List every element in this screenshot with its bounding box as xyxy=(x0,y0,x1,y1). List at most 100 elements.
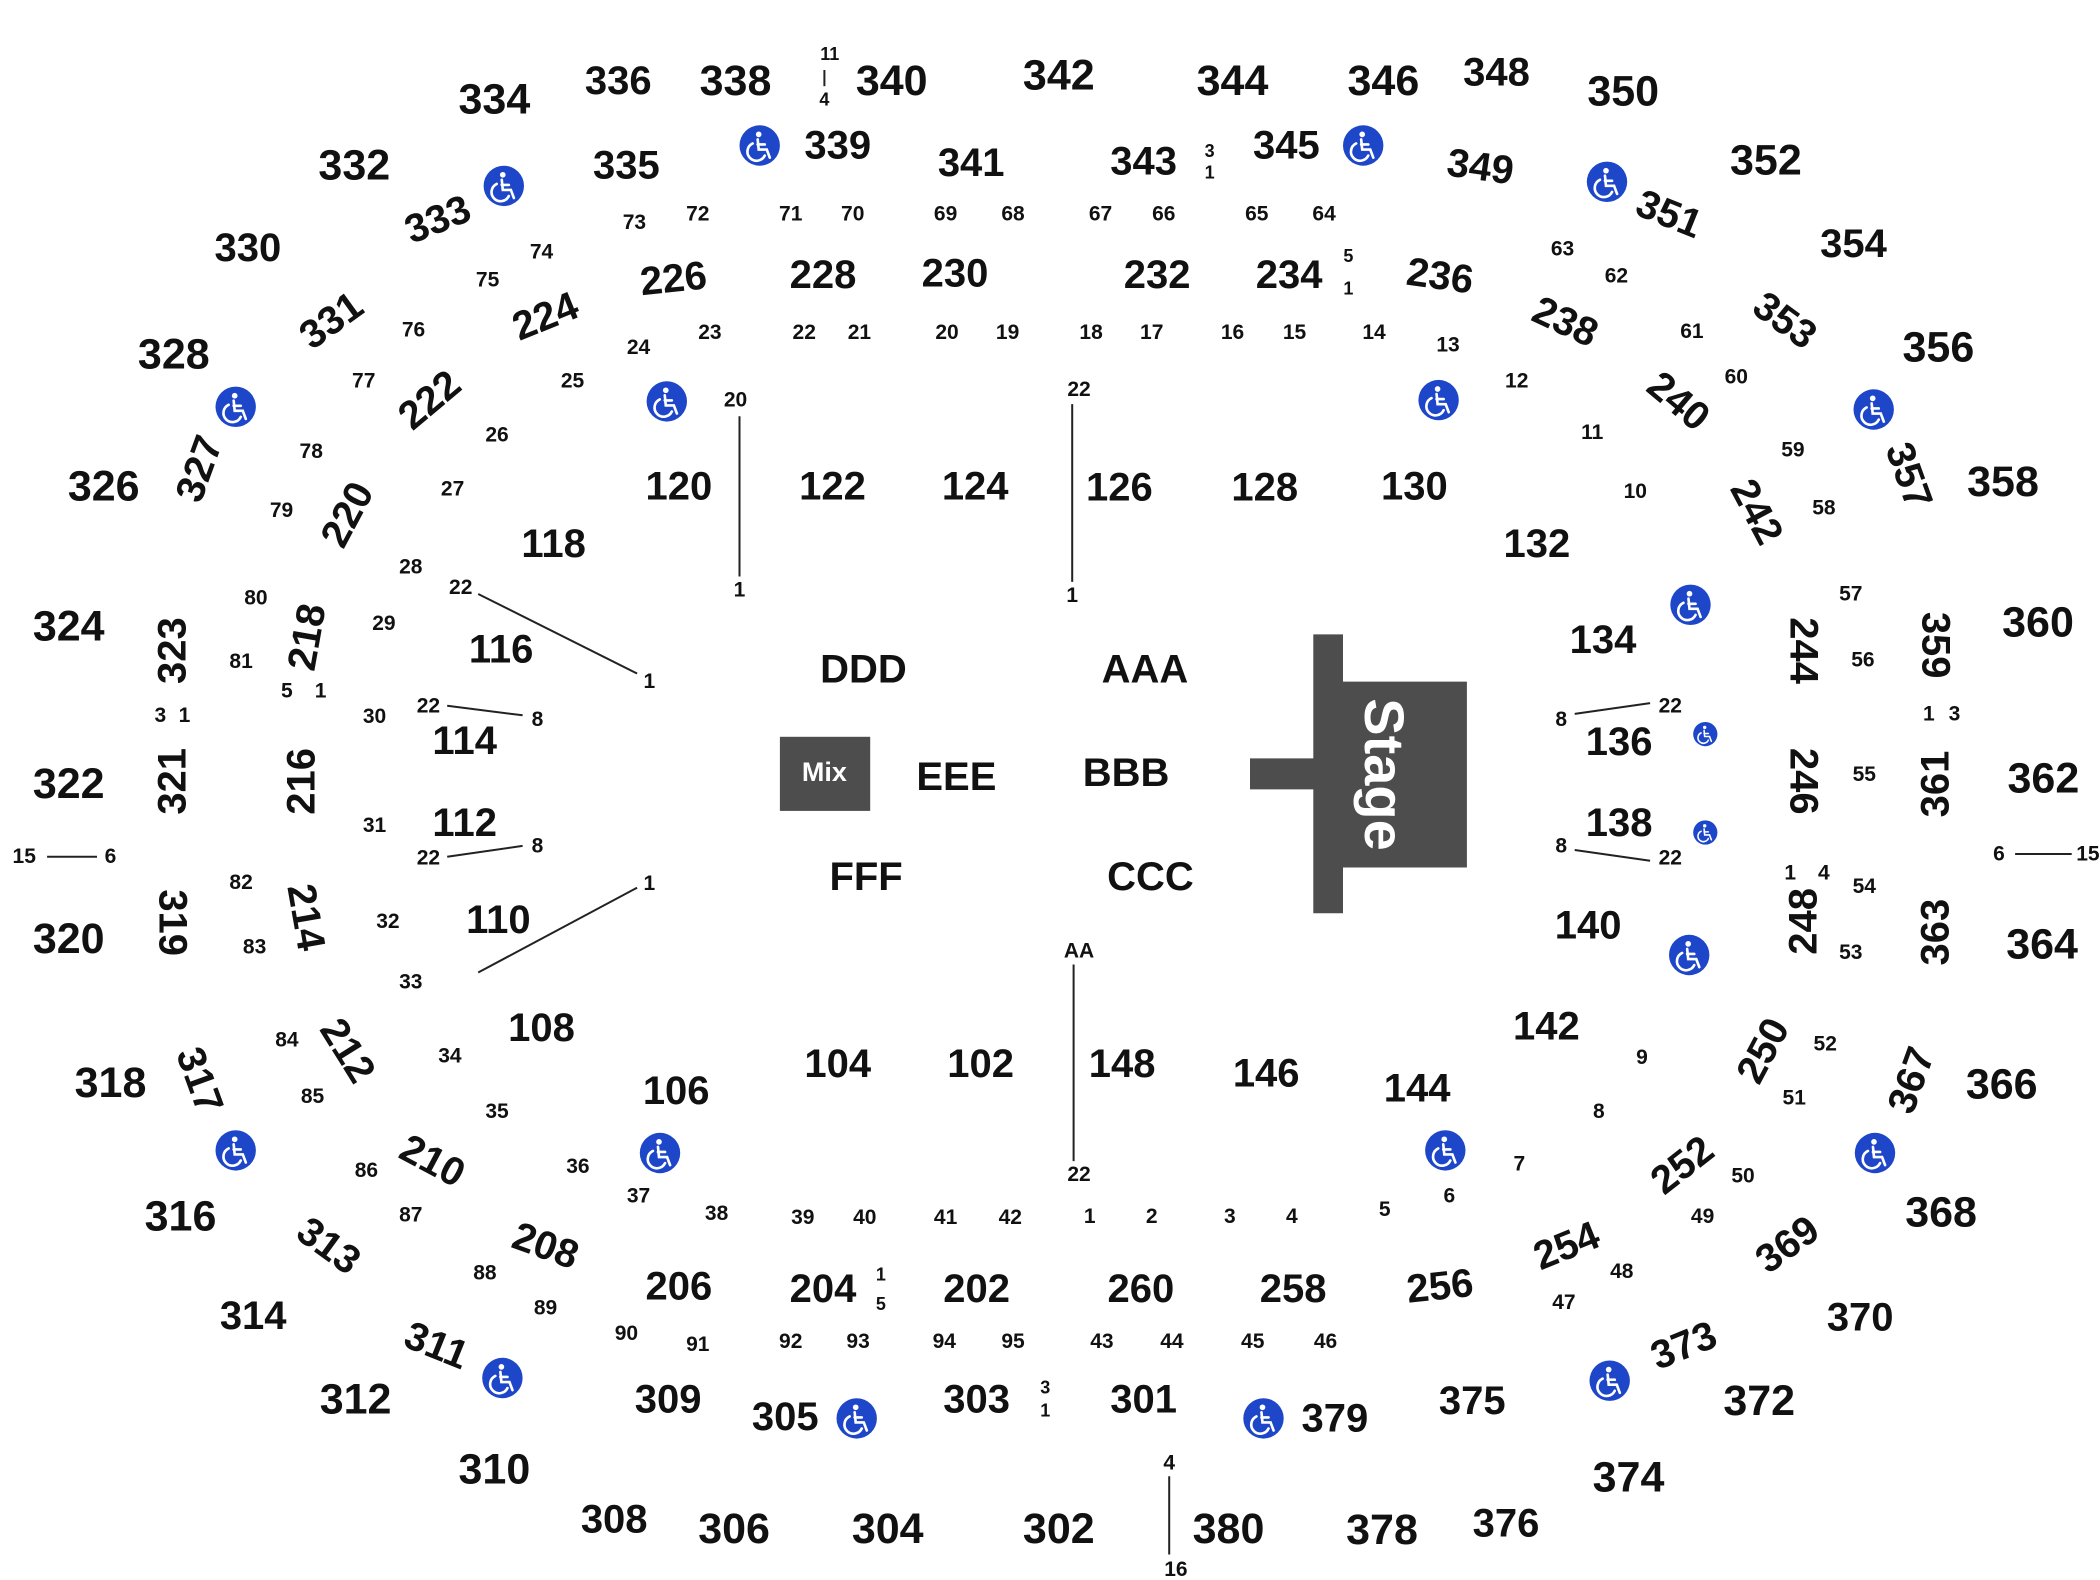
row-label-49-0: 49 xyxy=(1691,1205,1714,1228)
row-label-15-0: 15 xyxy=(1283,321,1307,344)
section-370: 370 xyxy=(1827,1295,1894,1339)
section-327: 327 xyxy=(167,430,231,508)
section-342: 342 xyxy=(1023,51,1095,99)
section-349: 349 xyxy=(1444,141,1516,194)
row-label-5-3: 5 xyxy=(1343,246,1353,266)
row-label-61-0: 61 xyxy=(1680,320,1704,343)
section-362: 362 xyxy=(2008,755,2080,803)
row-label-13-0: 13 xyxy=(1436,333,1459,356)
row-range-line xyxy=(1574,849,1651,862)
section-148: 148 xyxy=(1089,1042,1156,1086)
row-label-1-3: 1 xyxy=(643,872,655,895)
row-label-60-0: 60 xyxy=(1725,366,1748,389)
row-label-86-0: 86 xyxy=(355,1159,378,1182)
section-132: 132 xyxy=(1504,522,1571,566)
row-label-1-0: 1 xyxy=(734,579,746,602)
row-label-1-1: 1 xyxy=(1066,584,1078,607)
row-label-67-0: 67 xyxy=(1089,203,1112,226)
section-313: 313 xyxy=(289,1209,369,1284)
row-label-53-0: 53 xyxy=(1839,941,1862,964)
row-label-21-0: 21 xyxy=(848,321,872,344)
row-label-3-3: 3 xyxy=(1040,1377,1050,1397)
row-label-8-0: 8 xyxy=(1593,1100,1605,1123)
wheelchair-icon xyxy=(215,386,256,427)
row-label-59-0: 59 xyxy=(1781,438,1804,461)
row-label-64-0: 64 xyxy=(1312,203,1336,226)
row-label-5-1: 5 xyxy=(281,680,293,703)
section-106: 106 xyxy=(643,1069,710,1113)
row-label-65-0: 65 xyxy=(1245,203,1269,226)
floor-section-ccc: CCC xyxy=(1107,855,1194,899)
row-label-20-0: 20 xyxy=(935,321,958,344)
section-363: 363 xyxy=(1914,899,1958,966)
row-label-69-0: 69 xyxy=(934,203,957,226)
section-321: 321 xyxy=(150,748,194,815)
row-label-37-0: 37 xyxy=(627,1185,650,1208)
section-218: 218 xyxy=(280,600,335,673)
section-361: 361 xyxy=(1914,751,1958,818)
row-label-68-0: 68 xyxy=(1001,203,1025,226)
section-302: 302 xyxy=(1023,1505,1095,1553)
wheelchair-icon xyxy=(1670,584,1711,625)
row-label-22-4: 22 xyxy=(417,847,440,870)
row-range-line xyxy=(447,844,523,858)
row-label-23-0: 23 xyxy=(698,321,721,344)
row-label-5-2: 5 xyxy=(876,1294,886,1314)
section-318: 318 xyxy=(75,1059,147,1107)
section-228: 228 xyxy=(790,253,857,297)
section-340: 340 xyxy=(856,57,928,105)
section-124: 124 xyxy=(942,464,1009,508)
section-104: 104 xyxy=(804,1042,871,1086)
section-246: 246 xyxy=(1782,748,1826,815)
row-label-77-0: 77 xyxy=(352,370,375,393)
section-114: 114 xyxy=(432,719,497,763)
section-380: 380 xyxy=(1193,1505,1265,1553)
row-label-80-0: 80 xyxy=(244,587,267,610)
row-label-22-0: 22 xyxy=(793,321,816,344)
row-label-94-0: 94 xyxy=(933,1330,957,1353)
row-label-56-0: 56 xyxy=(1851,649,1874,672)
section-364: 364 xyxy=(2006,920,2078,968)
row-label-1-5: 1 xyxy=(179,704,191,727)
section-248: 248 xyxy=(1782,888,1826,955)
row-label-6-2: 6 xyxy=(1993,843,2005,866)
row-label-1-2: 1 xyxy=(643,670,655,693)
section-118: 118 xyxy=(521,522,586,566)
section-142: 142 xyxy=(1513,1004,1580,1048)
row-label-4-1: 4 xyxy=(1818,861,1830,884)
section-366: 366 xyxy=(1966,1060,2038,1108)
mix-label: Mix xyxy=(802,757,847,787)
section-256: 256 xyxy=(1405,1261,1476,1312)
row-label-87-0: 87 xyxy=(399,1204,422,1227)
row-label-4-2: 4 xyxy=(819,90,829,110)
row-label-62-0: 62 xyxy=(1605,265,1628,288)
section-222: 222 xyxy=(390,362,469,439)
row-label-63-0: 63 xyxy=(1551,238,1574,261)
wheelchair-icon xyxy=(1854,1132,1896,1174)
wheelchair-icon xyxy=(836,1398,877,1439)
section-346: 346 xyxy=(1348,57,1420,105)
row-label-95-0: 95 xyxy=(1001,1330,1025,1353)
row-label-46-0: 46 xyxy=(1314,1330,1337,1353)
section-367: 367 xyxy=(1879,1041,1943,1119)
section-328: 328 xyxy=(138,330,210,378)
row-label-1-11: 1 xyxy=(1343,278,1353,298)
row-label-24-0: 24 xyxy=(627,336,651,359)
section-304: 304 xyxy=(852,1505,924,1553)
row-label-27-0: 27 xyxy=(441,478,464,501)
section-334: 334 xyxy=(459,76,531,124)
section-250: 250 xyxy=(1728,1011,1798,1091)
row-label-2-0: 2 xyxy=(1146,1205,1158,1228)
section-122: 122 xyxy=(799,464,866,508)
section-311: 311 xyxy=(398,1313,474,1378)
row-label-66-0: 66 xyxy=(1152,203,1175,226)
row-label-55-0: 55 xyxy=(1853,763,1877,786)
wheelchair-icon xyxy=(1589,1360,1630,1401)
section-242: 242 xyxy=(1721,472,1791,552)
section-130: 130 xyxy=(1381,464,1448,508)
section-236: 236 xyxy=(1404,250,1476,303)
section-335: 335 xyxy=(593,144,660,188)
section-353: 353 xyxy=(1745,283,1825,358)
